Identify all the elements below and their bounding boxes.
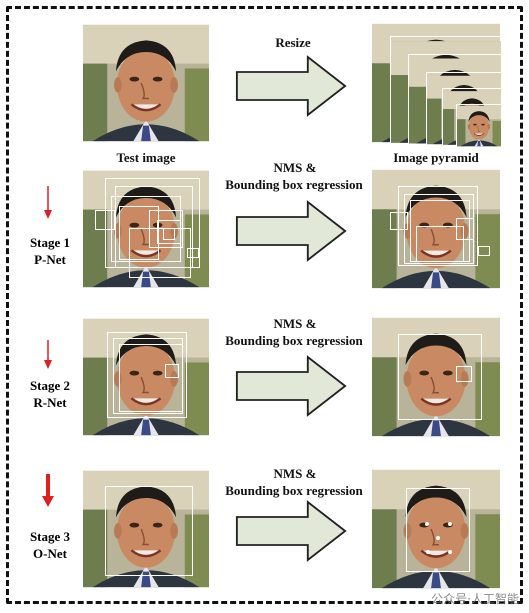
- stage2-input-photo: [83, 314, 209, 440]
- pyramid-level-6: [456, 104, 501, 147]
- dashed-frame: [6, 6, 523, 604]
- stage3-nms-line1: NMS &: [273, 466, 317, 481]
- stage1-label: Stage 1 P-Net: [12, 234, 88, 268]
- stage2-title: Stage 2: [29, 378, 71, 393]
- candidate-box: [416, 226, 464, 262]
- candidate-box: [105, 486, 193, 576]
- candidate-box: [187, 248, 199, 258]
- stage2-label: Stage 2 R-Net: [12, 377, 88, 411]
- pyramid-level-4: [426, 72, 501, 147]
- candidate-box: [157, 220, 181, 244]
- stage1-nms-line2: Bounding box regression: [225, 177, 363, 192]
- candidate-box: [107, 332, 187, 418]
- stage2-nms-line1: NMS &: [273, 316, 317, 331]
- candidate-box: [165, 364, 179, 378]
- candidate-box: [129, 228, 191, 278]
- stage1-nms-line1: NMS &: [273, 160, 317, 175]
- resize-label: Resize: [275, 35, 311, 50]
- pyramid-level-5: [442, 88, 501, 147]
- watermark: 公众号·人工智能: [431, 592, 519, 606]
- candidate-box: [119, 344, 183, 412]
- candidate-box: [390, 212, 408, 230]
- resize-arrow: [235, 56, 347, 116]
- stage1-net: P-Net: [34, 252, 66, 267]
- stage1-arrow: [235, 201, 347, 261]
- stage3-input-photo: [83, 466, 209, 592]
- landmark-point: [426, 550, 430, 554]
- stage3-net: O-Net: [33, 546, 67, 561]
- candidate-box: [398, 186, 478, 266]
- image-pyramid: [372, 20, 501, 147]
- candidate-box: [115, 186, 193, 268]
- stage1-input-photo: [83, 166, 209, 292]
- stage2-net: R-Net: [33, 395, 67, 410]
- candidate-box: [478, 246, 490, 256]
- candidate-box: [456, 366, 472, 382]
- landmark-point: [425, 522, 429, 526]
- stage1-title: Stage 1: [29, 235, 71, 250]
- stage1-red-arrow: [44, 186, 52, 219]
- stage3-red-arrow: [42, 474, 54, 507]
- stage2-nms-line2: Bounding box regression: [225, 333, 363, 348]
- stage3-output-photo: [372, 466, 500, 592]
- stage3-nms-line2: Bounding box regression: [225, 483, 363, 498]
- candidate-box: [456, 218, 474, 240]
- test-image-label: Test image: [116, 150, 176, 165]
- candidate-box: [119, 206, 159, 260]
- stage2-output-photo: [372, 314, 500, 440]
- stage2-arrow: [235, 356, 347, 416]
- stage3-label: Stage 3 O-Net: [12, 528, 88, 562]
- landmark-point: [448, 550, 452, 554]
- test-image-photo: [83, 20, 209, 146]
- face-box: [406, 488, 470, 572]
- pyramid-level-2: [390, 36, 501, 147]
- stage1-output-photo: [372, 166, 500, 292]
- landmark-point: [436, 536, 440, 540]
- candidate-box: [95, 210, 115, 230]
- stage3-title: Stage 3: [29, 529, 71, 544]
- candidate-box: [398, 334, 482, 420]
- image-pyramid-label: Image pyramid: [393, 150, 479, 165]
- stage3-arrow: [235, 501, 347, 561]
- candidate-box: [149, 210, 183, 248]
- landmark-point: [448, 522, 452, 526]
- stage2-red-arrow: [44, 340, 52, 369]
- pyramid-level-3: [408, 54, 501, 147]
